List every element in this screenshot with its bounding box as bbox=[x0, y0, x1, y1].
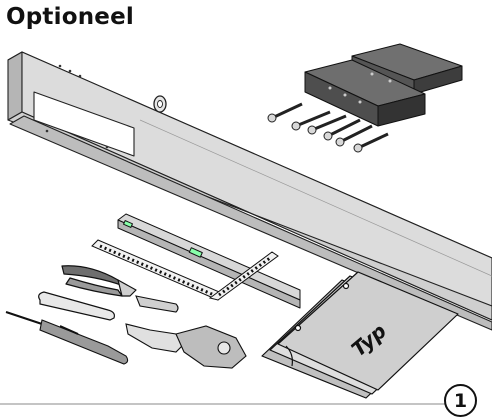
screwdriver bbox=[5, 311, 129, 365]
drill bbox=[125, 323, 247, 369]
page-title: Optioneel bbox=[6, 4, 134, 30]
document-pouch bbox=[261, 271, 459, 399]
mounting-blocks bbox=[304, 43, 463, 127]
step-number-badge: 1 bbox=[444, 384, 477, 417]
folding-ruler bbox=[91, 239, 279, 301]
pliers bbox=[61, 265, 137, 297]
utility-knife bbox=[135, 295, 179, 313]
rail-profile bbox=[7, 51, 492, 331]
wrench bbox=[38, 291, 115, 321]
bolts bbox=[267, 102, 389, 153]
spirit-level bbox=[117, 213, 301, 309]
